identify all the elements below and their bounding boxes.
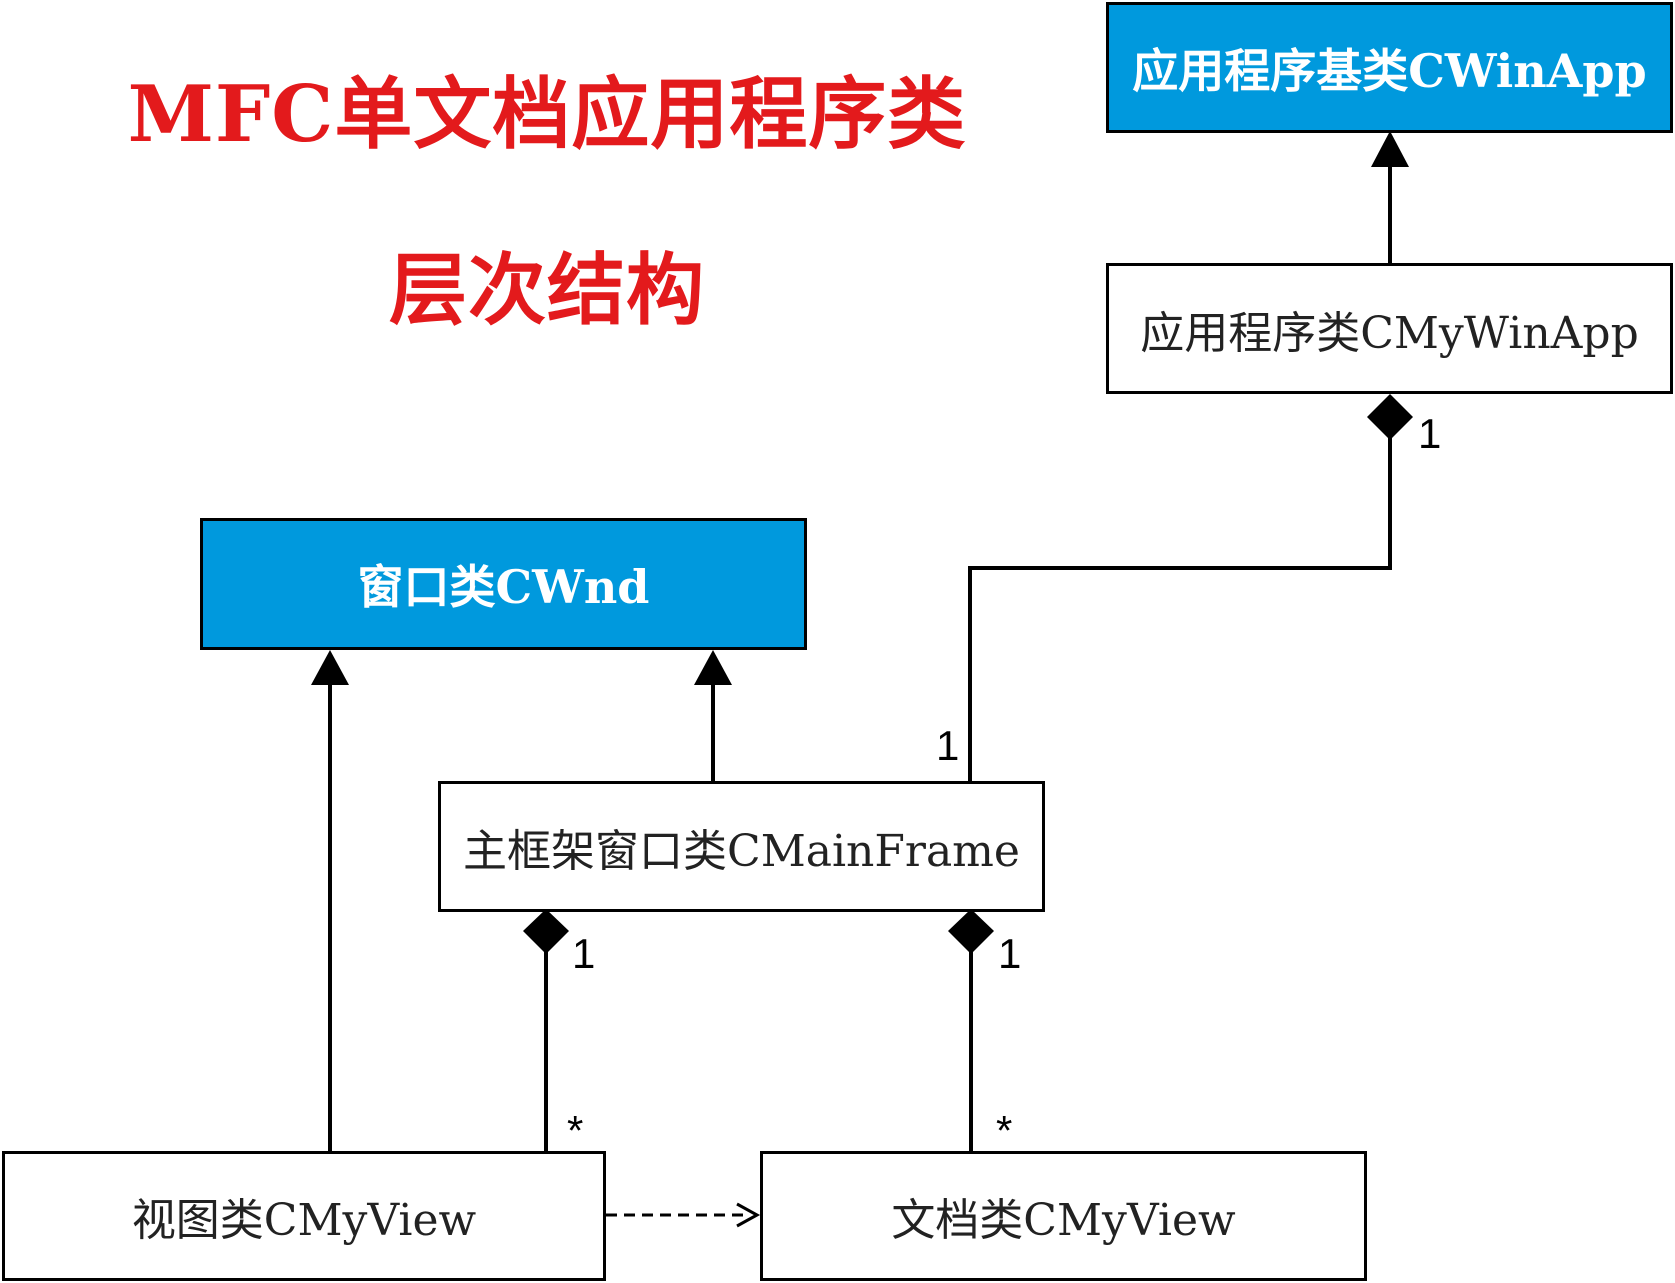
class-name-cmywinapp: 应用程序类CMyWinApp [1140, 307, 1639, 359]
inheritance-view-to-cwnd [311, 650, 349, 1151]
composition-cmainframe-document [948, 909, 994, 1151]
class-name-cwnd: 窗口类CWnd [357, 560, 650, 614]
inheritance-cmainframe-to-cwnd [694, 650, 732, 781]
diagram-title-line2: 层次结构 [388, 245, 705, 336]
class-box-view: 视图类CMyView [2, 1151, 606, 1281]
multiplicity-doc-composition: 1 [998, 930, 1022, 977]
multiplicity-frame-end: 1 [936, 722, 960, 769]
inheritance-cmywinapp-to-cwinapp [1371, 131, 1409, 263]
multiplicity-view-many: * [567, 1107, 584, 1154]
composition-cmywinapp-cmainframe [968, 394, 1413, 781]
class-name-document: 文档类CMyView [891, 1195, 1236, 1246]
class-name-view: 视图类CMyView [131, 1195, 477, 1246]
class-box-cmainframe: 主框架窗口类CMainFrame [438, 781, 1045, 912]
class-box-cmywinapp: 应用程序类CMyWinApp [1106, 263, 1673, 394]
diagram-title-line1: MFC单文档应用程序类 [127, 69, 967, 160]
multiplicity-app-composition: 1 [1418, 410, 1442, 457]
multiplicity-view-composition: 1 [572, 930, 596, 977]
class-name-cmainframe: 主框架窗口类CMainFrame [463, 825, 1020, 877]
class-box-cwinapp: 应用程序基类CWinApp [1106, 2, 1673, 133]
class-name-cwinapp: 应用程序基类CWinApp [1132, 43, 1647, 98]
class-box-document: 文档类CMyView [760, 1151, 1367, 1281]
dependency-view-to-document [606, 1202, 761, 1228]
composition-cmainframe-view [523, 909, 569, 1151]
multiplicity-doc-many: * [996, 1107, 1013, 1154]
class-box-cwnd: 窗口类CWnd [200, 518, 807, 650]
